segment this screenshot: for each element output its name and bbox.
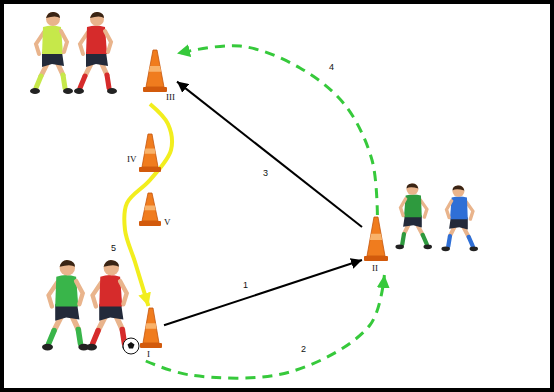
cone-station: III — [141, 48, 177, 104]
cone-icon — [364, 217, 388, 261]
movement-arrow — [164, 260, 362, 325]
cone-icon — [139, 134, 161, 172]
player-figure — [395, 184, 432, 250]
cone-station: II — [362, 215, 390, 275]
soccer-ball — [123, 338, 139, 354]
movement-arrow — [177, 82, 362, 227]
cone-label: II — [372, 263, 378, 273]
movement-arrow — [146, 275, 385, 378]
step-number: 3 — [262, 168, 269, 178]
step-number: 1 — [242, 280, 249, 290]
cone-icon — [143, 50, 167, 92]
cone-station: IV — [125, 132, 163, 174]
player-figure — [74, 12, 117, 94]
cone-icon — [140, 308, 162, 348]
cone-label: III — [166, 92, 175, 102]
cone-label: I — [147, 349, 150, 359]
movement-arrow — [177, 46, 377, 215]
movement-arrow — [124, 104, 172, 306]
cone-icon — [139, 193, 161, 226]
step-number: 2 — [300, 344, 307, 354]
player-figure — [42, 260, 89, 350]
step-number: 4 — [328, 62, 335, 72]
cone-station: V — [137, 191, 173, 229]
player-figure — [30, 12, 73, 94]
step-number: 5 — [110, 243, 117, 253]
cone-label: IV — [127, 154, 137, 164]
player-figure — [86, 260, 133, 350]
cone-label: V — [164, 217, 171, 227]
player-figure — [441, 186, 478, 252]
cone-station: I — [138, 306, 164, 361]
